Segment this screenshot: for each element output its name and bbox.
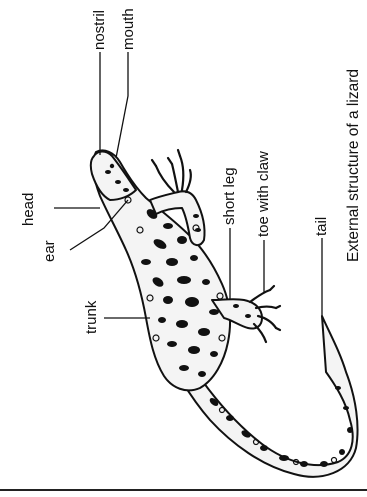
label-trunk: trunk [83, 300, 100, 334]
lizard-front-foot [152, 150, 191, 192]
lizard-eye [110, 164, 114, 168]
page-bottom-rule [0, 489, 367, 491]
diagram-caption: External structure of a lizard [345, 69, 362, 262]
label-head: head [20, 193, 37, 226]
label-mouth: mouth [120, 8, 137, 50]
label-ear: ear [41, 240, 58, 262]
label-short-leg: short leg [221, 167, 238, 225]
label-tail: tail [313, 217, 330, 236]
label-nostril: nostril [91, 10, 108, 50]
label-toe-with-claw: toe with claw [255, 151, 272, 237]
